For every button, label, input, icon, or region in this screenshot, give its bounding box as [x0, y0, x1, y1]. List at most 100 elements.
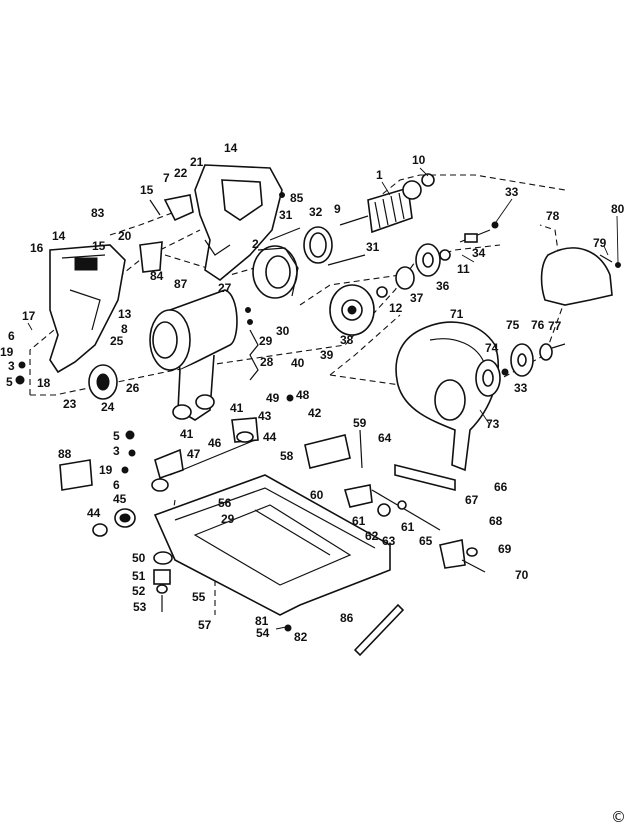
fan-part	[88, 364, 118, 400]
leader-lines	[27, 167, 619, 630]
part-label: 24	[101, 400, 115, 414]
part-label: 19	[99, 463, 113, 477]
part-label: 86	[340, 611, 354, 625]
switch-bracket-parts	[139, 194, 194, 273]
part-label: 56	[218, 496, 232, 510]
part-label: 43	[258, 409, 272, 423]
part-label: 36	[436, 279, 450, 293]
part-label: 59	[353, 416, 367, 430]
through-bolts-part	[269, 227, 366, 266]
part-label: 79	[593, 236, 607, 250]
part-label: 61	[401, 520, 415, 534]
part-label: 37	[410, 291, 424, 305]
part-label: 7	[163, 171, 170, 185]
part-label: 28	[260, 355, 274, 369]
part-label: 5	[113, 429, 120, 443]
part-label: 10	[412, 153, 426, 167]
part-label: 81	[255, 614, 269, 628]
part-label: 20	[118, 229, 132, 243]
part-label: 14	[52, 229, 66, 243]
spindle-part	[439, 229, 491, 261]
part-number-labels: 1 2 3 3 5 5 6 6 7 8 9 10 11 12 13 14 14 …	[0, 141, 625, 644]
part-label: 61	[352, 514, 366, 528]
part-label: 1	[376, 168, 383, 182]
part-label: 52	[132, 584, 146, 598]
part-label: 87	[174, 277, 188, 291]
part-label: 23	[63, 397, 77, 411]
part-label: 46	[208, 436, 222, 450]
part-label: 31	[366, 240, 380, 254]
part-label: 13	[118, 307, 132, 321]
part-label: 82	[294, 630, 308, 644]
part-label: 64	[378, 431, 392, 445]
part-label: 44	[87, 506, 101, 520]
part-label: 27	[218, 281, 232, 295]
motor-cylinder-part	[149, 289, 238, 421]
part-label: 31	[279, 208, 293, 222]
part-label: 63	[382, 534, 396, 548]
part-label: 58	[280, 449, 294, 463]
part-label: 41	[230, 401, 244, 415]
gear-housing-part	[329, 284, 375, 336]
part-label: 3	[8, 359, 15, 373]
foot-parts	[153, 551, 173, 612]
part-label: 15	[92, 239, 106, 253]
spring-part	[114, 508, 136, 528]
part-label: 77	[548, 319, 562, 333]
part-label: 40	[291, 356, 305, 370]
part-label: 68	[489, 514, 503, 528]
part-label: 30	[276, 324, 290, 338]
part-label: 14	[224, 141, 238, 155]
part-label: 18	[37, 376, 51, 390]
part-label: 17	[22, 309, 36, 323]
part-label: 75	[506, 318, 520, 332]
copyright-symbol: ©	[611, 808, 626, 826]
part-label: 15	[140, 183, 154, 197]
part-label: 39	[320, 348, 334, 362]
armature-part	[339, 173, 435, 234]
part-label: 55	[192, 590, 206, 604]
hinge-bracket-part	[231, 417, 259, 443]
vise-clamp-part	[304, 429, 456, 531]
part-label: 83	[91, 206, 105, 220]
part-label: 22	[174, 166, 188, 180]
part-label: 19	[0, 345, 14, 359]
part-label: 16	[30, 241, 44, 255]
part-label: 32	[309, 205, 323, 219]
bearing-ring-part	[303, 226, 333, 264]
part-label: 53	[133, 600, 147, 614]
part-label: 54	[256, 626, 270, 640]
part-label: 38	[340, 333, 354, 347]
part-label: 29	[259, 334, 273, 348]
part-label: 6	[113, 478, 120, 492]
part-label: 48	[296, 388, 310, 402]
part-label: 12	[389, 301, 403, 315]
part-label: 67	[465, 493, 479, 507]
part-label: 76	[531, 318, 545, 332]
part-label: 85	[290, 191, 304, 205]
part-label: 45	[113, 492, 127, 506]
part-label: 29	[221, 512, 235, 526]
part-label: 78	[546, 209, 560, 223]
part-label: 80	[611, 202, 625, 216]
part-label: 2	[252, 237, 259, 251]
part-label: 57	[198, 618, 212, 632]
part-label: 65	[419, 534, 433, 548]
part-label: 21	[190, 155, 204, 169]
base-plate-part	[153, 474, 391, 616]
handle-housing-part	[194, 164, 283, 281]
blade-flanges-part	[475, 343, 566, 397]
part-label: 42	[308, 406, 322, 420]
part-label: 47	[187, 447, 201, 461]
part-label: 50	[132, 551, 146, 565]
stator-field-part	[252, 245, 299, 299]
wrench-part	[353, 603, 405, 657]
guard-cover-part	[540, 247, 613, 306]
cord-part	[249, 329, 259, 381]
label-plate-part	[59, 459, 93, 491]
part-label: 26	[126, 381, 140, 395]
part-label: 3	[113, 444, 120, 458]
part-label: 88	[58, 447, 72, 461]
part-label: 6	[8, 329, 15, 343]
